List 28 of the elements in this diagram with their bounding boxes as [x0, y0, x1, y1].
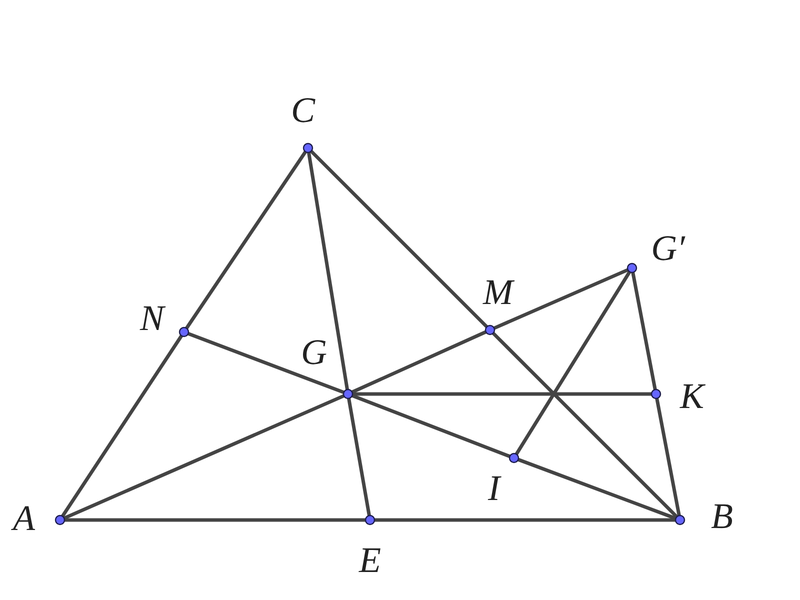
line-segment [631, 270, 657, 392]
line-segment [655, 396, 681, 518]
line-segment [60, 334, 184, 518]
line-segment [184, 150, 308, 330]
line-segment [516, 458, 678, 520]
line-segment [491, 331, 679, 519]
line-segment [309, 149, 489, 329]
line-segment [186, 332, 346, 394]
point-label: B [711, 496, 733, 536]
line-segment [62, 394, 346, 520]
line-segment [350, 392, 654, 396]
line-segment [306, 150, 350, 392]
line-segment [347, 396, 371, 518]
line-segment [350, 394, 512, 458]
line-segment [372, 518, 678, 522]
point-label: I [488, 468, 500, 508]
point-label: N [140, 298, 164, 338]
line-segment [350, 330, 488, 394]
line-segment [62, 518, 368, 522]
line-segment [492, 268, 630, 330]
point-label: C [291, 90, 315, 130]
point-label: G [301, 332, 327, 372]
point-label: E [359, 540, 381, 580]
point-label: G′ [651, 228, 685, 268]
line-segment [514, 270, 632, 456]
point-label: M [483, 272, 513, 312]
point-label: A [13, 498, 35, 538]
point-label: K [680, 376, 704, 416]
